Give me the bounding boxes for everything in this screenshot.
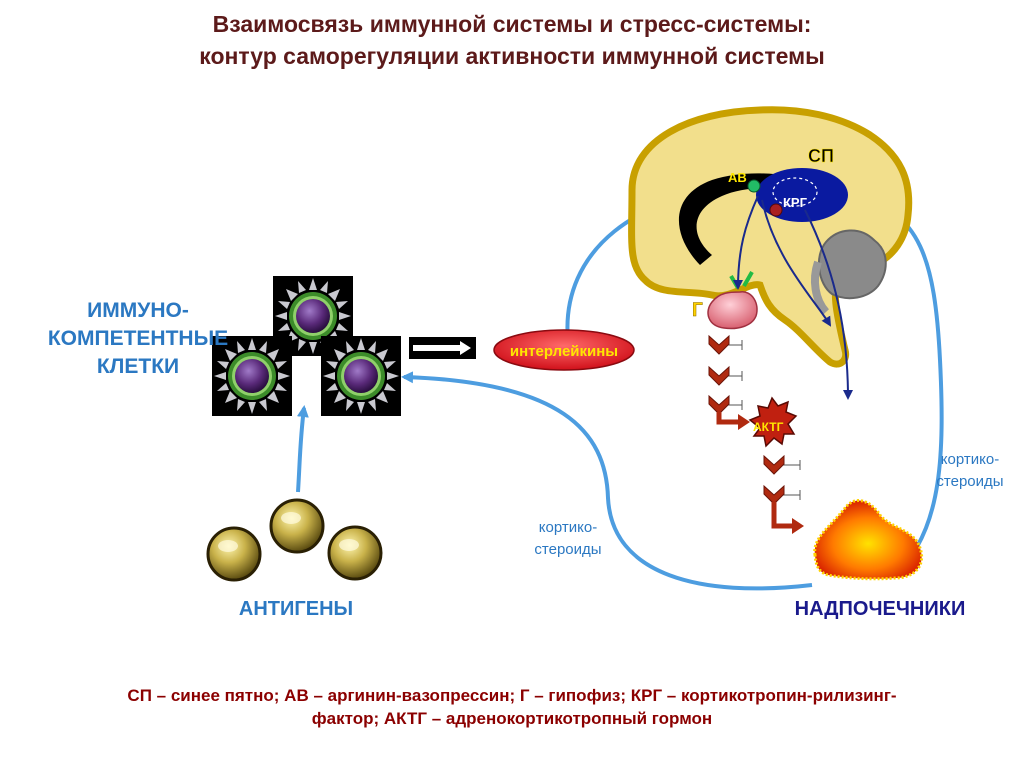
footer-line-2: фактор; АКТГ – адренокортикотропный горм… [311,709,713,728]
label-g: Г [692,300,703,321]
label-cortico-left-1: кортико- [539,519,597,536]
antigen-icon [327,525,383,581]
arrow-corticosteroids-to-cells [401,371,813,591]
label-sp: СП [808,146,834,166]
antigen-icon [206,526,262,582]
label-cortico-right-2: стероиды [936,473,1003,490]
brain-icon [628,106,913,368]
crh-dot [769,203,783,217]
antigens-group [206,498,383,582]
adrenal-icon [813,499,923,581]
arrow-antigens-to-cells [296,405,309,493]
arrow-sp-to-adrenal-a [761,199,832,327]
label-adrenals: НАДПОЧЕЧНИКИ [794,598,966,620]
label-interleukins: интерлейкины [510,343,618,360]
antigen-icon [269,498,325,554]
label-antigens: АНТИГЕНЫ [238,598,354,620]
footer-legend: СП – синее пятно; АВ – аргинин-вазопресс… [0,684,1024,730]
pituitary-icon [707,291,758,330]
interleukins-oval [493,329,635,371]
white-arrow-icon [409,337,476,359]
immune-label-line-2: КОМПЕТЕНТНЫЕ [47,327,229,350]
slide-title: Взаимосвязь иммунной системы и стресс-си… [0,8,1024,72]
label-cortico-right-1: кортико- [941,451,999,468]
immune-label-line-3: КЛЕТКИ [96,355,180,378]
actg-icon [748,396,798,448]
immune-cell-icon [321,336,401,416]
label-cortico-left-2: стероиды [534,541,601,558]
title-line-1: Взаимосвязь иммунной системы и стресс-си… [212,11,812,37]
label-av: АВ [728,170,747,185]
footer-line-1: СП – синее пятно; АВ – аргинин-вазопресс… [127,686,897,705]
arrow-sp-to-adrenal-b [804,209,853,400]
label-immune-cells: ИММУНО- КОМПЕТЕНТНЫЕ КЛЕТКИ [28,297,248,381]
cerebellum-icon [817,229,887,300]
hormone-cascade [708,335,804,534]
arrow-sp-to-pituitary [733,195,759,290]
title-line-2: контур саморегуляции активности иммунной… [199,43,825,69]
vasopressin-dot [747,179,761,193]
label-krg: КРГ [783,195,808,210]
label-actg: АКТГ [753,420,784,434]
immune-label-line-1: ИММУНО- [87,299,189,322]
